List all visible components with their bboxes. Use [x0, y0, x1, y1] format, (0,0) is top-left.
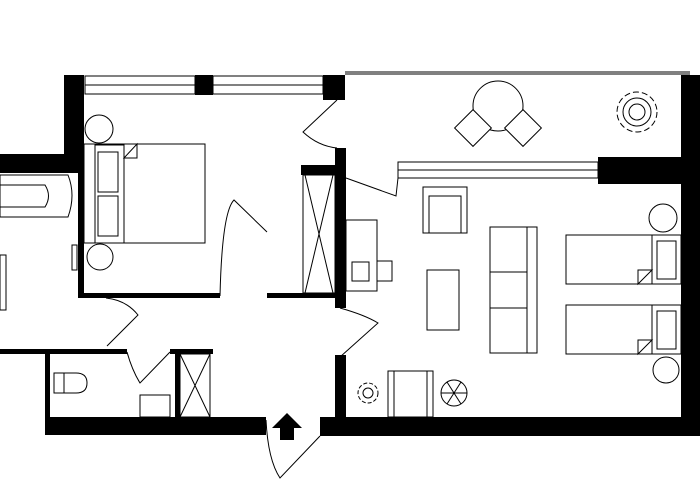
toilet [63, 372, 88, 394]
toilet-room [53, 353, 211, 418]
round-table [472, 80, 524, 132]
desk [345, 219, 378, 292]
living-room [345, 186, 682, 418]
bathtub [0, 174, 73, 218]
terrace [453, 80, 658, 148]
bathroom [0, 174, 73, 311]
chair [453, 108, 493, 148]
plant-icon [357, 382, 379, 404]
single-bed [565, 304, 682, 355]
armchair [422, 186, 468, 234]
wardrobe [302, 174, 336, 294]
shower [179, 353, 211, 418]
nightstand [84, 114, 114, 144]
bedroom [71, 114, 336, 294]
single-bed [565, 234, 682, 285]
double-bed [83, 143, 206, 244]
nightstand [86, 243, 114, 271]
sink [139, 394, 171, 418]
nightstand [648, 203, 678, 233]
armchair [387, 370, 434, 418]
walls [0, 75, 700, 436]
windows [84, 71, 690, 179]
round-stool [440, 379, 468, 407]
doors[interactable] [105, 99, 399, 479]
sofa [489, 226, 538, 354]
coffee-table [426, 269, 460, 331]
sink [0, 254, 7, 311]
chair [503, 108, 543, 148]
plant-icon [616, 91, 658, 133]
entrance-arrow-icon [272, 413, 302, 440]
nightstand [652, 356, 680, 384]
